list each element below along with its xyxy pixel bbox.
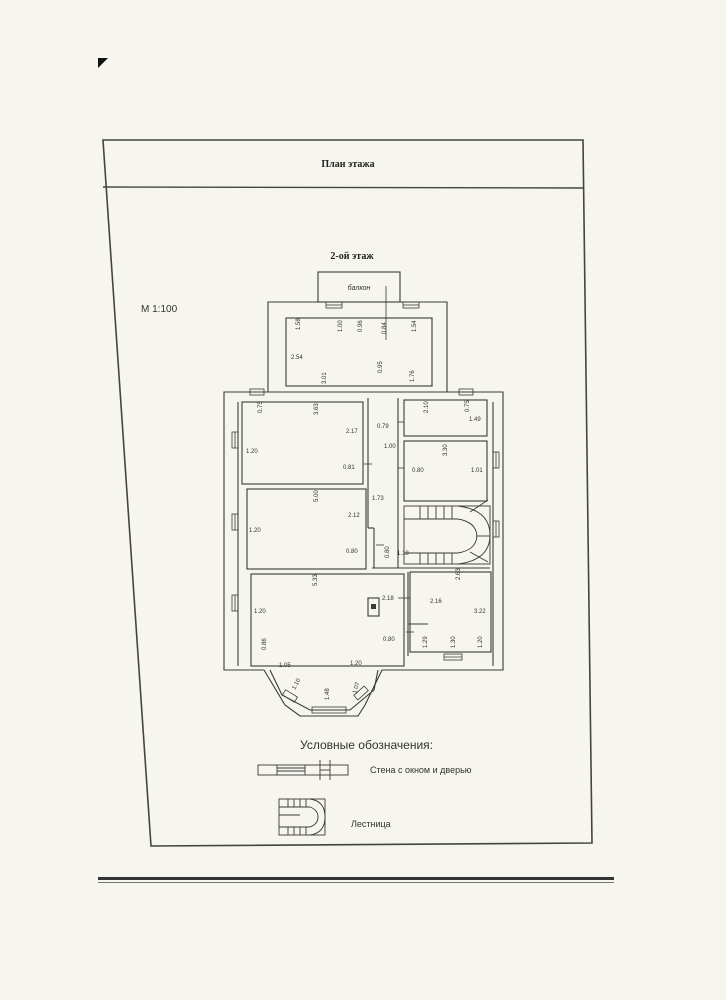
dimension-label: 0.81 bbox=[343, 465, 355, 471]
corner-mark bbox=[98, 58, 108, 68]
dimension-label: 0.96 bbox=[358, 320, 364, 332]
dimension-label: 0.75 bbox=[258, 401, 264, 413]
dimension-label: 2.18 bbox=[382, 596, 394, 602]
dimension-label: 1.76 bbox=[410, 370, 416, 382]
room-right-2 bbox=[403, 440, 488, 502]
top-wing-outer bbox=[267, 301, 448, 392]
room-living bbox=[250, 573, 405, 667]
dimension-label: 1.18 bbox=[397, 551, 409, 557]
room-right-3 bbox=[409, 571, 492, 653]
dimension-label: 1.48 bbox=[325, 688, 331, 700]
window bbox=[458, 388, 474, 396]
wall-window-door-symbol bbox=[257, 760, 349, 780]
dimension-label: 3.01 bbox=[322, 372, 328, 384]
window bbox=[492, 520, 500, 538]
floor-title: 2-ой этаж bbox=[330, 251, 374, 262]
dimension-label: 0.80 bbox=[385, 546, 391, 558]
header-title: План этажа bbox=[321, 159, 374, 170]
window bbox=[402, 301, 420, 309]
dimension-label: 2.63 bbox=[456, 568, 462, 580]
window bbox=[443, 653, 463, 661]
window bbox=[231, 513, 239, 531]
dimension-label: 0.84 bbox=[382, 322, 388, 334]
dimension-label: 0.75 bbox=[465, 400, 471, 412]
dimension-label: 2.10 bbox=[424, 401, 430, 413]
window bbox=[281, 689, 299, 703]
window bbox=[311, 706, 347, 714]
fireplace bbox=[367, 597, 380, 617]
dimension-label: 1.07 bbox=[352, 681, 362, 695]
dimension-label: 2.12 bbox=[348, 513, 360, 519]
dimension-label: 1.29 bbox=[423, 636, 429, 648]
dimension-label: 1.20 bbox=[254, 609, 266, 615]
window bbox=[231, 431, 239, 449]
dimension-label: 1.10 bbox=[291, 677, 302, 691]
legend-stairs-label: Лестница bbox=[351, 819, 391, 829]
windows bbox=[231, 301, 500, 714]
dimension-label: 1.20 bbox=[249, 528, 261, 534]
dimension-label: 1.30 bbox=[451, 636, 457, 648]
window bbox=[249, 388, 265, 396]
floor-plan bbox=[223, 271, 504, 717]
dimension-label: 0.80 bbox=[383, 637, 395, 643]
dimension-label: 2.17 bbox=[346, 429, 358, 435]
window bbox=[325, 301, 343, 309]
dimension-label: 3.22 bbox=[474, 609, 486, 615]
dimension-label: 1.58 bbox=[296, 318, 302, 330]
dimension-label: 0.79 bbox=[377, 424, 389, 430]
dimension-label: 0.80 bbox=[346, 549, 358, 555]
window bbox=[353, 685, 369, 701]
dimension-label: 5.33 bbox=[313, 574, 319, 586]
room-right-1 bbox=[403, 399, 488, 437]
dimension-label: 1.05 bbox=[279, 663, 291, 669]
dimension-label: 0.95 bbox=[378, 361, 384, 373]
dimension-label: 3.63 bbox=[314, 403, 320, 415]
bottom-rule-thin bbox=[98, 882, 614, 883]
header-divider bbox=[102, 186, 585, 189]
dimension-label: 2.16 bbox=[430, 599, 442, 605]
dimension-label: 1.20 bbox=[478, 636, 484, 648]
legend-title: Условные обозначения: bbox=[300, 738, 433, 752]
dimension-label: 1.00 bbox=[338, 320, 344, 332]
doors bbox=[364, 286, 414, 633]
dimension-label: 0.80 bbox=[412, 468, 424, 474]
dimension-label: 1.49 bbox=[469, 417, 481, 423]
scale-label: М 1:100 bbox=[141, 304, 178, 315]
dimension-label: 1.00 bbox=[384, 444, 396, 450]
room-top bbox=[285, 317, 433, 387]
window bbox=[492, 451, 500, 469]
room-left-2 bbox=[246, 488, 367, 570]
dimension-label: 2.54 bbox=[291, 355, 303, 361]
dimension-label: 1.54 bbox=[412, 320, 418, 332]
dimension-label: 1.20 bbox=[350, 661, 362, 667]
outer-wall bbox=[223, 391, 504, 717]
dimension-label: 5.00 bbox=[314, 490, 320, 502]
stairs-symbol bbox=[278, 798, 326, 836]
balcony-label: балкон bbox=[348, 284, 371, 292]
bottom-rule bbox=[98, 877, 614, 880]
dimension-label: 3.30 bbox=[443, 444, 449, 456]
window bbox=[231, 594, 239, 612]
dimension-label: 1.20 bbox=[246, 449, 258, 455]
dimension-label: 1.73 bbox=[372, 496, 384, 502]
staircase-plan bbox=[403, 499, 491, 565]
legend-wall-label: Стена с окном и дверью bbox=[370, 765, 472, 775]
dimension-label: 1.01 bbox=[471, 468, 483, 474]
sheet-frame bbox=[102, 139, 593, 847]
room-left-1 bbox=[241, 401, 364, 485]
dimension-labels: 1.58 1.00 0.96 0.84 1.54 2.54 0.95 3.01 … bbox=[246, 318, 486, 700]
dimension-label: 0.86 bbox=[262, 638, 268, 650]
